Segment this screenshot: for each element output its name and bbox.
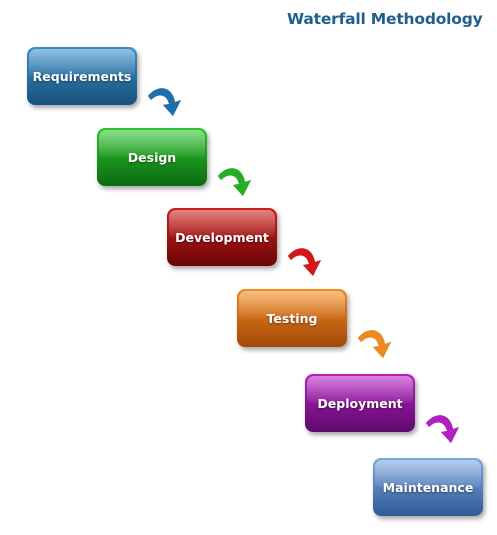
- stage-requirements: Requirements: [27, 47, 137, 105]
- stage-testing: Testing: [237, 289, 347, 347]
- curved-arrow-icon: [217, 168, 252, 197]
- curved-arrow-icon: [287, 248, 322, 277]
- stage-maintenance: Maintenance: [373, 458, 483, 516]
- curved-arrow-icon: [147, 88, 182, 117]
- stage-label: Design: [127, 149, 177, 165]
- stage-deployment: Deployment: [305, 374, 415, 432]
- stage-design: Design: [97, 128, 207, 186]
- stage-label: Maintenance: [382, 479, 474, 495]
- curved-arrow-icon: [425, 415, 460, 444]
- curved-arrow-icon: [357, 330, 392, 359]
- stage-label: Development: [175, 229, 269, 245]
- diagram-title: Waterfall Methodology: [287, 10, 483, 28]
- stage-label: Testing: [266, 310, 318, 326]
- stage-development: Development: [167, 208, 277, 266]
- stage-label: Requirements: [32, 68, 132, 84]
- stage-label: Deployment: [317, 395, 403, 411]
